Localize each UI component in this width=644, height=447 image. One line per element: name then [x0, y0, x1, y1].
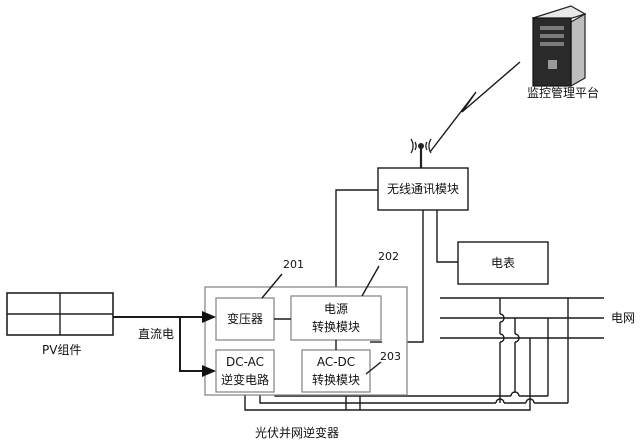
wire-wireless-to-power [335, 189, 378, 296]
transformer-box [215, 297, 275, 341]
arrow-to-dcac [202, 365, 216, 377]
power-module-label-line1: 电源 [324, 302, 348, 316]
grid-vertical-connections [499, 298, 531, 403]
acdc-label-line1: AC-DC [317, 355, 355, 369]
monitor-label: 监控管理平台 [527, 85, 599, 100]
leader-203 [365, 361, 382, 375]
wireless-module-box [377, 167, 469, 211]
acdc-box [301, 349, 371, 393]
arrow-to-transformer [202, 311, 216, 323]
ref-202: 202 [378, 250, 399, 263]
power-module-label-line2: 转换模块 [312, 319, 360, 334]
leader-201 [261, 273, 283, 299]
power-module-box [290, 295, 382, 341]
wireless-module-label: 无线通讯模块 [387, 182, 459, 196]
leader-202 [361, 265, 380, 297]
pv-label: PV组件 [42, 343, 81, 357]
meter-label: 电表 [491, 256, 515, 270]
transformer-label: 变压器 [227, 311, 263, 326]
ref-201: 201 [283, 258, 304, 271]
pv-module [6, 292, 114, 336]
inverter-label: 光伏并网逆变器 [255, 425, 339, 440]
acdc-label-line2: 转换模块 [312, 372, 360, 387]
ref-203: 203 [380, 350, 401, 363]
dc-feed-wires [113, 316, 214, 372]
grid-lines [440, 297, 604, 339]
server-icon [531, 5, 587, 88]
dcac-label-line1: DC-AC [226, 355, 264, 369]
wireless-link-zigzag [429, 61, 521, 153]
meter-box [457, 241, 549, 285]
antenna-icon [410, 138, 432, 168]
dc-label: 直流电 [138, 327, 174, 341]
inverter-output-lines [244, 298, 569, 411]
dcac-label-line2: 逆变电路 [221, 372, 269, 387]
wire-wireless-to-meter [436, 210, 458, 263]
grid-label: 电网 [611, 311, 635, 325]
